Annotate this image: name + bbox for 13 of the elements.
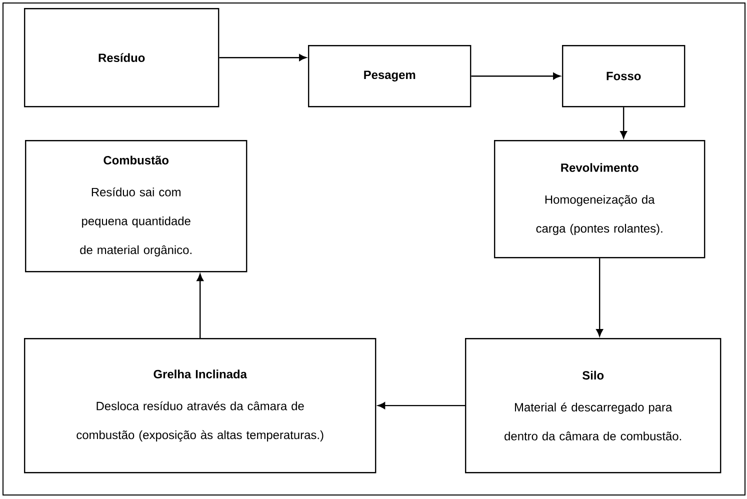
arrow	[219, 54, 306, 62]
step-box: Combustão Resíduo sai com pequena quantidade de material orgânico.	[25, 140, 248, 272]
process-box: Pesagem	[308, 45, 472, 108]
arrow	[471, 72, 560, 80]
step-box: Silo Material é descarregado para dentro da câmara de combustão.	[465, 338, 722, 474]
arrow	[378, 402, 465, 410]
arrow	[596, 258, 604, 336]
arrow	[196, 274, 204, 338]
step-box: Revolvimento Homogeneização da carga (pontes rolantes).	[494, 140, 706, 258]
arrow	[620, 107, 628, 138]
process-box: Fosso	[562, 45, 686, 108]
step-box: Grelha Inclinada Desloca resíduo através da câmara de combustão (exposição às altas temperaturas.)	[24, 338, 376, 474]
process-box: Resíduo	[24, 8, 220, 108]
